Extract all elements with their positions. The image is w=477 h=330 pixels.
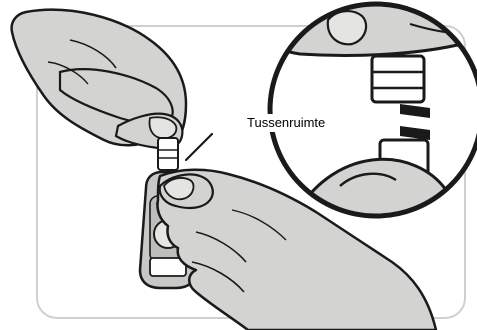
callout-label: Tussenruimte <box>244 114 328 132</box>
cap <box>158 138 178 170</box>
callout-pointer <box>186 134 212 160</box>
